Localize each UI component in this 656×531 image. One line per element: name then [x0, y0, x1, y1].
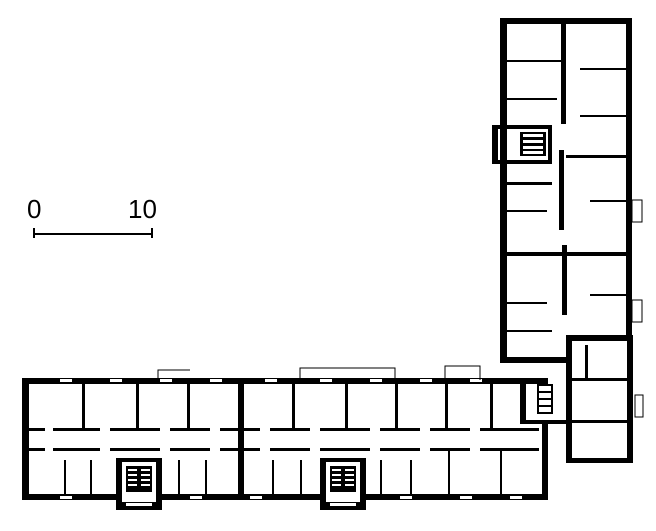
- staircase-west: [116, 458, 162, 510]
- scale-bar: [33, 228, 153, 238]
- annex: [566, 335, 633, 463]
- connector-stair: [537, 384, 553, 414]
- staircase-middle: [320, 458, 366, 510]
- scale-start-label: 0: [27, 194, 42, 224]
- outbuilding-outlines: [157, 365, 481, 380]
- east-wing: [492, 18, 644, 418]
- staircase-east: [520, 132, 546, 156]
- scale-end-label: 10: [128, 194, 157, 224]
- south-wing: [22, 378, 568, 500]
